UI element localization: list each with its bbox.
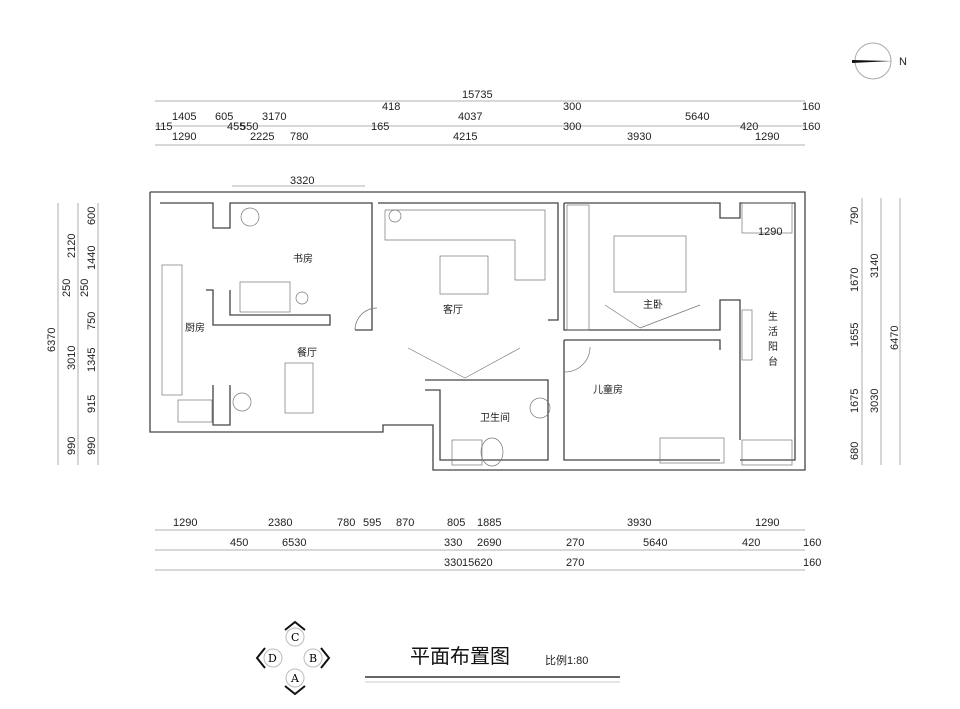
dimension-label: 4037 xyxy=(458,111,482,123)
room-kids: 儿童房 xyxy=(593,383,623,396)
dimension-label: 6530 xyxy=(282,537,306,549)
index-d: D xyxy=(268,652,277,665)
drawing-scale: 比例1:80 xyxy=(545,653,588,667)
dimension-label: 250 xyxy=(61,279,73,297)
dimension-label: 3170 xyxy=(262,111,286,123)
walls xyxy=(149,191,806,471)
dimension-label: 5640 xyxy=(685,111,709,123)
right-dimensions: 790 1670 1655 1675 680 3140 3030 6470 xyxy=(849,207,901,460)
dimension-label: 455 xyxy=(227,121,245,133)
dimension-label: 160 xyxy=(803,557,821,569)
dimension-label: 1405 xyxy=(172,111,196,123)
dimension-label: 160 xyxy=(802,101,820,113)
dimension-label: 1290 xyxy=(172,131,196,143)
drawing-title: 平面布置图 xyxy=(410,644,510,668)
dimension-label: 3010 xyxy=(66,346,78,370)
dimension-label: 750 xyxy=(86,312,98,330)
index-c: C xyxy=(291,631,299,644)
dimension-label: 5640 xyxy=(643,537,667,549)
dimension-label: 2120 xyxy=(66,234,78,258)
dimension-label: 3930 xyxy=(627,131,651,143)
room-balcony-2: 活 xyxy=(768,326,778,338)
room-kitchen: 厨房 xyxy=(185,321,205,334)
dimension-label: 250 xyxy=(79,279,91,297)
room-dining: 餐厅 xyxy=(297,346,317,359)
dimension-label: 420 xyxy=(742,537,760,549)
dimension-label: 1345 xyxy=(86,348,98,372)
dimension-label: 915 xyxy=(86,395,98,413)
dimension-label: 600 xyxy=(86,207,98,225)
room-master-bedroom: 主卧 xyxy=(643,298,663,311)
room-bathroom: 卫生间 xyxy=(480,411,510,424)
dimension-label: 605 xyxy=(215,111,233,123)
north-label: N xyxy=(899,56,907,68)
dimension-label: 420 xyxy=(740,121,758,133)
dimension-label: 805 xyxy=(447,517,465,529)
room-labels: 书房 厨房 餐厅 客厅 主卧 儿童房 卫生间 生 活 阳 台 3320 1290 xyxy=(185,175,782,424)
dimension-label: 790 xyxy=(849,207,861,225)
furniture xyxy=(161,202,793,467)
dimension-label: 3930 xyxy=(627,517,651,529)
dimension-label: 330 xyxy=(444,537,462,549)
dimension-label: 2225 xyxy=(250,131,274,143)
dimension-label: 270 xyxy=(566,537,584,549)
dimension-label: 300 xyxy=(563,101,581,113)
dimension-label: 2380 xyxy=(268,517,292,529)
dimension-label: 780 xyxy=(290,131,308,143)
room-study: 书房 xyxy=(293,252,313,265)
dimension-label: 3030 xyxy=(869,389,881,413)
dimension-label: 990 xyxy=(66,437,78,455)
dimension-label: 300 xyxy=(563,121,581,133)
dimension-label: 1440 xyxy=(86,246,98,270)
dimension-label: 1675 xyxy=(849,389,861,413)
dimension-label: 15735 xyxy=(462,89,493,101)
room-living: 客厅 xyxy=(443,303,463,316)
dimension-label: 160 xyxy=(803,537,821,549)
dimension-label: 4215 xyxy=(453,131,477,143)
dimension-label: 550 xyxy=(240,121,258,133)
room-balcony-3: 阳 xyxy=(768,341,778,353)
dimension-label: 160 xyxy=(802,121,820,133)
dimension-label: 6470 xyxy=(889,326,901,350)
dimension-label: 1290 xyxy=(173,517,197,529)
north-compass-icon: N xyxy=(852,42,907,80)
room-balcony-1: 生 xyxy=(768,310,778,323)
dimension-lines xyxy=(57,100,901,571)
dimension-label: 780 xyxy=(337,517,355,529)
dimension-label: 6370 xyxy=(46,328,58,352)
index-b: B xyxy=(309,652,317,665)
dimension-label: 2690 xyxy=(477,537,501,549)
left-dimensions: 6370 2120 250 3010 990 600 1440 250 750 … xyxy=(46,207,98,455)
dimension-label: 595 xyxy=(363,517,381,529)
dimension-label: 165 xyxy=(371,121,389,133)
dimension-label: 115 xyxy=(155,121,173,133)
balcony-width-dim: 1290 xyxy=(758,226,782,238)
dimension-label: 1290 xyxy=(755,517,779,529)
dimension-label: 270 xyxy=(566,557,584,569)
bottom-dimensions: 1290 2380 780 595 870 805 1885 3930 1290… xyxy=(173,517,821,569)
dimension-label: 1670 xyxy=(849,268,861,292)
dimension-label: 450 xyxy=(230,537,248,549)
dimension-label: 1655 xyxy=(849,323,861,347)
section-index-icon: C B A D xyxy=(255,620,331,696)
dimension-label: 680 xyxy=(849,442,861,460)
dimension-label: 1290 xyxy=(755,131,779,143)
dimension-label: 418 xyxy=(382,101,400,113)
dimension-label: 15620 xyxy=(462,557,493,569)
dimension-label: 870 xyxy=(396,517,414,529)
room-balcony-4: 台 xyxy=(768,355,778,368)
study-width-dim: 3320 xyxy=(290,175,314,187)
dimension-label: 990 xyxy=(86,437,98,455)
top-dimensions: 15735 1405 605 3170 418 4037 300 5640 16… xyxy=(155,89,820,143)
index-a: A xyxy=(290,672,300,685)
dimension-label: 1885 xyxy=(477,517,501,529)
dimension-label: 3140 xyxy=(869,254,881,278)
dimension-label: 330 xyxy=(444,557,462,569)
